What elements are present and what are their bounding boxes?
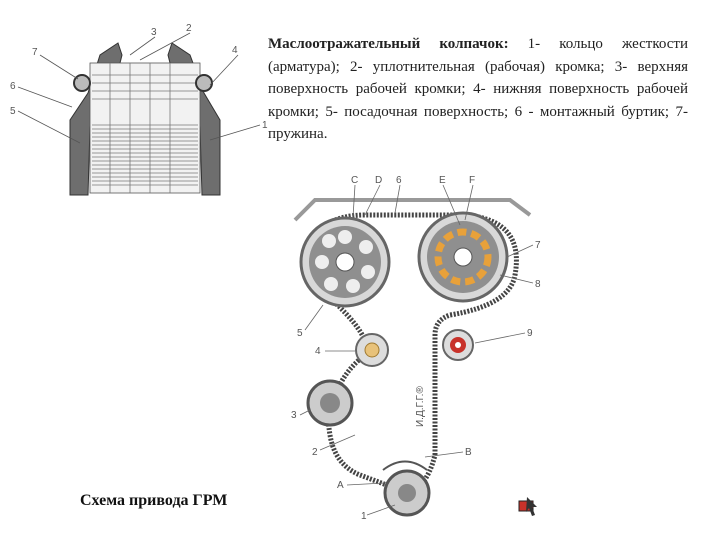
idler-roller [442, 329, 474, 361]
belt-label-8: 8 [535, 279, 541, 290]
spring-right [195, 74, 213, 92]
belt-label-f: F [469, 175, 475, 186]
seal-caption: Маслоотражательный колпачок: 1- кольцо ж… [268, 33, 688, 146]
pointer-icon[interactable] [517, 495, 541, 517]
pump-pulley [306, 379, 354, 427]
crankshaft-pulley [382, 460, 431, 517]
camshaft-pulley-right [417, 211, 509, 303]
belt-label-e: E [439, 175, 446, 186]
spring-left [73, 74, 91, 92]
cover-outline [293, 198, 532, 222]
belt-label-d: D [375, 175, 382, 186]
timing-belt [307, 212, 519, 494]
seal-label-7: 7 [32, 47, 38, 58]
belt-label-3: 3 [291, 410, 297, 421]
belt-label-c: C [351, 175, 358, 186]
seal-label-1: 1 [262, 120, 268, 131]
seal-leaders [17, 32, 261, 144]
scheme-title: Схема привода ГРМ [80, 492, 228, 509]
caption-text: 1- кольцо жесткости (арматура); 2- уплот… [268, 36, 688, 142]
belt-label-b: B [465, 447, 472, 458]
belt-label-4: 4 [315, 346, 321, 357]
seal-bore [89, 62, 201, 194]
seal-label-4: 4 [232, 45, 238, 56]
timing-belt-diagram: C D 6 E F 7 8 9 5 4 3 2 B A 1 И.Д.Г.Г.® [291, 175, 541, 522]
belt-label-9: 9 [527, 328, 533, 339]
seal-label-6: 6 [10, 81, 16, 92]
camshaft-pulley-left [299, 216, 391, 308]
belt-label-1: 1 [361, 511, 367, 522]
belt-label-5: 5 [297, 328, 303, 339]
belt-label-6: 6 [396, 175, 402, 186]
seal-label-5: 5 [10, 106, 16, 117]
tensioner-roller [355, 333, 389, 367]
caption-title: Маслоотражательный колпачок: [268, 36, 509, 52]
belt-watermark: И.Д.Г.Г.® [415, 386, 426, 427]
belt-label-a: A [337, 480, 344, 491]
belt-label-7: 7 [535, 240, 541, 251]
belt-leaders [299, 184, 534, 516]
seal-label-3: 3 [151, 27, 157, 38]
belt-label-2: 2 [312, 447, 318, 458]
seal-label-2: 2 [186, 23, 192, 34]
valve-seal-diagram: 1 2 3 4 5 6 7 [10, 23, 268, 196]
